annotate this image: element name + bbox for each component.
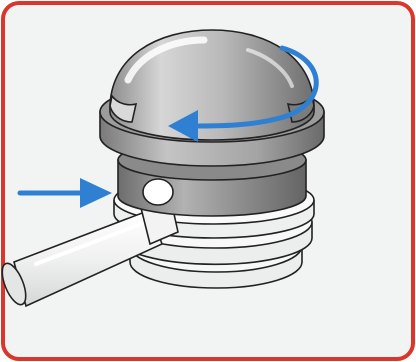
instruction-illustration — [0, 0, 416, 362]
